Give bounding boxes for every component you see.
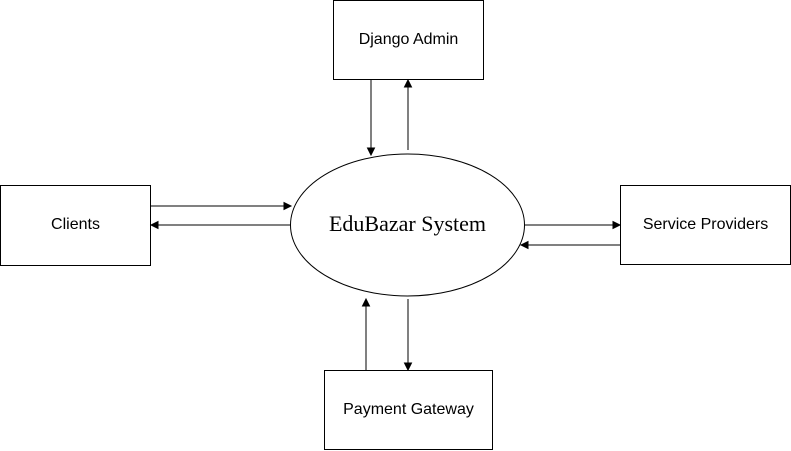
- arrowhead-up-icon: [403, 78, 413, 88]
- entity-box-payment-gateway: [324, 370, 493, 450]
- entity-label-service-providers: Service Providers: [643, 216, 768, 233]
- flow-system-to-gateway: [403, 299, 413, 372]
- system-ellipse: [290, 153, 525, 297]
- entity-box-service-providers: [620, 185, 791, 265]
- entity-label-payment-gateway: Payment Gateway: [343, 401, 474, 418]
- arrowhead-left-icon: [149, 220, 159, 230]
- flow-admin-to-system: [366, 80, 376, 157]
- entity-service-providers: Service Providers: [620, 185, 791, 265]
- entity-django-admin: Django Admin: [333, 0, 484, 80]
- entity-box-clients: [0, 185, 151, 266]
- arrowhead-left-icon: [519, 240, 529, 250]
- arrowhead-right-icon: [612, 220, 622, 230]
- arrowhead-down-icon: [366, 147, 376, 157]
- system-label: EduBazar System: [329, 211, 486, 236]
- flow-clients-to-system: [151, 201, 293, 211]
- entity-box-django-admin: [333, 0, 484, 80]
- arrowhead-up-icon: [361, 297, 371, 307]
- flow-system-to-clients: [149, 220, 290, 230]
- arrowhead-right-icon: [283, 201, 293, 211]
- arrowhead-down-icon: [403, 362, 413, 372]
- entity-clients: Clients: [0, 185, 151, 266]
- entity-label-django-admin: Django Admin: [359, 31, 459, 48]
- flow-system-to-providers: [525, 220, 622, 230]
- entity-label-clients: Clients: [51, 216, 100, 233]
- flow-gateway-to-system: [361, 297, 371, 370]
- flow-system-to-admin: [403, 78, 413, 150]
- entity-payment-gateway: Payment Gateway: [324, 370, 493, 450]
- flow-providers-to-system: [519, 240, 620, 250]
- central-process: EduBazar System: [290, 153, 525, 297]
